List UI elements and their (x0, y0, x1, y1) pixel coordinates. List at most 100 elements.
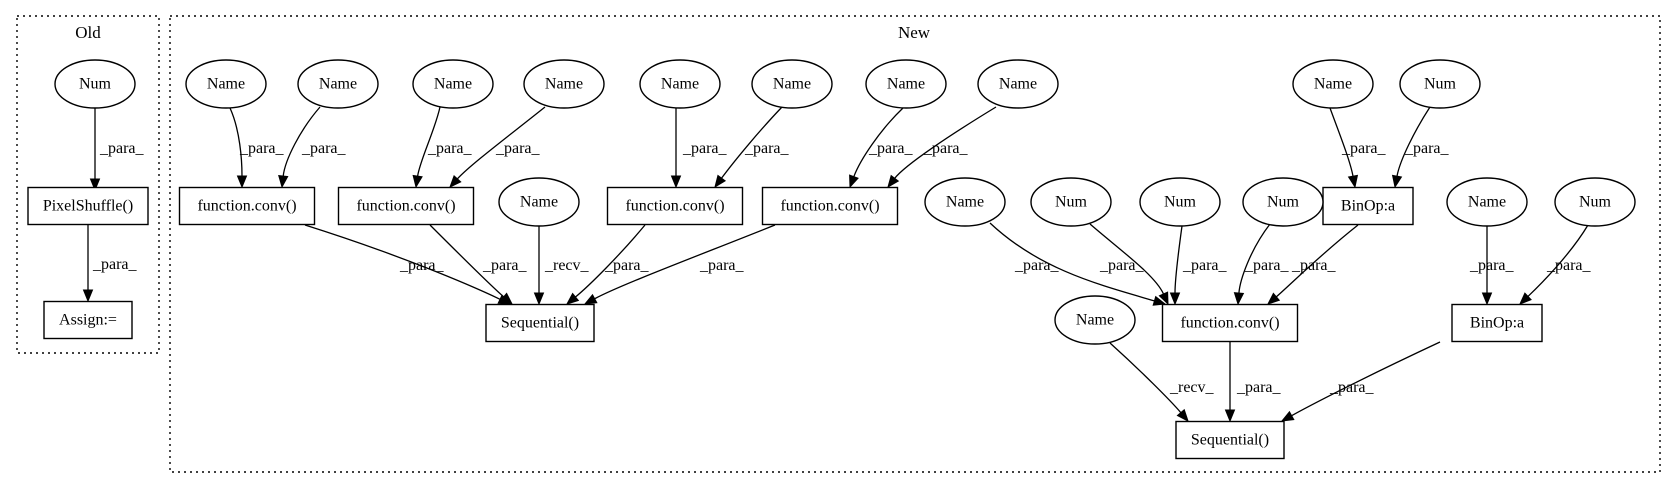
edge-line (1527, 224, 1589, 297)
node-ellipse (185, 59, 267, 109)
node-label: BinOp:a (1341, 198, 1395, 215)
edge-label: _para_ (1236, 379, 1282, 396)
node-box (27, 186, 149, 226)
node-label: Name (545, 76, 583, 93)
node-n7[interactable]: Name (865, 59, 947, 109)
node-conv1[interactable]: function.conv() (178, 186, 316, 226)
node-conv5[interactable]: function.conv() (1161, 303, 1299, 343)
edge-n6-to-conv3: _para_ (714, 106, 790, 189)
edge-arrowhead (533, 292, 545, 306)
node-binop1[interactable]: BinOp:a (1322, 186, 1414, 226)
edge-line (429, 224, 505, 298)
node-old_assign[interactable]: Assign:= (43, 300, 133, 340)
edge-name_b-to-binop2: _para_ (1469, 226, 1515, 306)
edge-arrowhead (82, 289, 94, 303)
node-n3[interactable]: Name (412, 59, 494, 109)
node-box (1175, 420, 1285, 460)
edge-arrowhead (1280, 410, 1295, 422)
node-n9[interactable]: Name (1292, 59, 1374, 109)
edge-line (1291, 341, 1441, 417)
node-box (1161, 303, 1299, 343)
node-conv3[interactable]: function.conv() (606, 186, 744, 226)
node-conv2[interactable]: function.conv() (337, 186, 475, 226)
node-n8[interactable]: Name (977, 59, 1059, 109)
node-seq1[interactable]: Sequential() (485, 303, 595, 343)
cluster-new-label: New (898, 23, 931, 42)
edge-label: _para_ (1291, 257, 1337, 274)
edge-label: _para_ (868, 140, 914, 157)
edge-arrowhead (1176, 408, 1189, 423)
edge-line (1089, 223, 1165, 295)
node-label: function.conv() (1180, 315, 1279, 332)
node-num1[interactable]: Num (1399, 59, 1481, 109)
node-label: function.conv() (356, 198, 455, 215)
node-label: function.conv() (625, 198, 724, 215)
edge-label: _recv_ (544, 257, 590, 274)
edge-arrowhead (1158, 291, 1169, 306)
edge-arrowhead (89, 178, 101, 192)
edge-label: _para_ (682, 140, 728, 157)
node-name_b[interactable]: Name (1446, 177, 1528, 227)
edge-line (853, 107, 904, 177)
node-old_num[interactable]: Num (54, 59, 136, 109)
node-binop2[interactable]: BinOp:a (1451, 303, 1543, 343)
node-n5[interactable]: Name (639, 59, 721, 109)
edge-line (304, 224, 501, 300)
edge-line (894, 106, 997, 179)
edge-label: _para_ (1469, 257, 1515, 274)
node-name_a[interactable]: Name (924, 177, 1006, 227)
node-num_a[interactable]: Num (1030, 177, 1112, 227)
edge-line (282, 106, 321, 177)
node-seq2[interactable]: Sequential() (1175, 420, 1285, 460)
edge-label: _para_ (1546, 257, 1592, 274)
edge-label: _para_ (1182, 257, 1228, 274)
edge-arrowhead (1267, 292, 1281, 305)
edge-label: _para_ (699, 257, 745, 274)
edge-line (1238, 223, 1271, 294)
edge-binop1-to-conv5: _para_ (1267, 224, 1359, 305)
edge-line (721, 106, 783, 179)
node-box (1451, 303, 1543, 343)
edge-name_a-to-conv5: _para_ (989, 222, 1167, 306)
edge-num_a-to-conv5: _para_ (1089, 223, 1169, 306)
node-n1[interactable]: Name (185, 59, 267, 109)
node-label: PixelShuffle() (43, 198, 133, 215)
node-n4[interactable]: Name (523, 59, 605, 109)
edge-arrowhead (1347, 174, 1359, 189)
node-name_recv1[interactable]: Name (498, 177, 580, 227)
node-num_b[interactable]: Num (1139, 177, 1221, 227)
edge-label: _para_ (744, 140, 790, 157)
node-num_d[interactable]: Num (1554, 177, 1636, 227)
edge-label: _para_ (399, 257, 445, 274)
edge-name_recv1-to-seq1: _recv_ (533, 225, 590, 306)
node-box (43, 300, 133, 340)
node-ellipse (523, 59, 605, 109)
node-n2[interactable]: Name (297, 59, 379, 109)
node-label: Name (520, 194, 558, 211)
node-label: Name (1076, 312, 1114, 329)
edge-binop2-to-seq2: _para_ (1280, 341, 1441, 422)
node-num_c[interactable]: Num (1242, 177, 1324, 227)
edge-line (456, 106, 546, 180)
edge-line (229, 107, 243, 177)
node-ellipse (498, 177, 580, 227)
edge-name_recv2-to-seq2: _recv_ (1109, 342, 1215, 423)
edge-label: _para_ (923, 140, 969, 157)
node-label: Name (887, 76, 925, 93)
node-label: Name (661, 76, 699, 93)
node-n6[interactable]: Name (751, 59, 833, 109)
node-name_recv2[interactable]: Name (1054, 295, 1136, 345)
edge-line (594, 224, 776, 300)
edge-conv1-to-seq1: _para_ (304, 224, 512, 305)
edge-arrowhead (236, 175, 248, 189)
edge-line (1275, 224, 1359, 298)
node-conv4[interactable]: function.conv() (761, 186, 899, 226)
edge-label: _para_ (239, 140, 285, 157)
edge-n4-to-conv2: _para_ (449, 106, 546, 188)
edge-arrowhead (278, 174, 289, 189)
node-label: Num (1424, 76, 1457, 93)
node-old_pixelshuffle[interactable]: PixelShuffle() (27, 186, 149, 226)
edge-conv4-to-seq1: _para_ (583, 224, 776, 305)
